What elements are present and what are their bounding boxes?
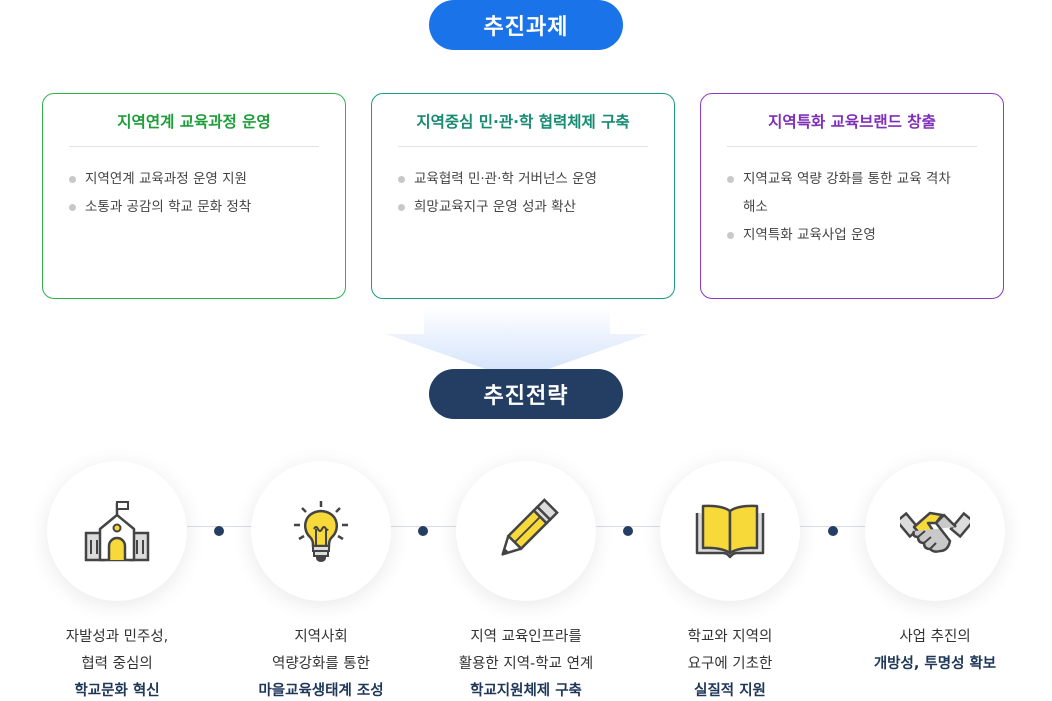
pencil-icon	[501, 498, 559, 556]
book-icon	[695, 504, 765, 559]
list-item: 희망교육지구 운영 성과 확산	[396, 193, 650, 221]
caption-line: 활용한 지역-학교 연계	[458, 656, 594, 672]
lightbulb-icon	[294, 501, 348, 562]
strategy-caption: 지역 교육인프라를 활용한 지역-학교 연계 학교지원체제 구축	[426, 624, 626, 701]
strategy-circle-lightbulb	[251, 461, 391, 601]
caption-highlight: 개방성, 투명성 확보	[873, 656, 997, 672]
strategy-caption: 지역사회 역량강화를 통한 마을교육생태계 조성	[221, 624, 421, 701]
caption-line: 요구에 기초한	[687, 656, 773, 672]
caption-highlight: 마을교육생태계 조성	[258, 683, 384, 699]
strategy-circle-school	[47, 461, 187, 601]
connector-dot	[828, 526, 838, 536]
card-title: 지역중심 민·관·학 협력체제 구축	[398, 110, 648, 147]
strategy-circle-handshake	[865, 461, 1005, 601]
strategy-caption: 사업 추진의 개방성, 투명성 확보	[835, 624, 1035, 678]
card-item-list: 교육협력 민·관·학 거버넌스 운영 희망교육지구 운영 성과 확산	[396, 165, 650, 221]
list-item: 지역연계 교육과정 운영 지원	[67, 165, 321, 193]
school-icon	[84, 501, 150, 562]
task-card-education-brand: 지역특화 교육브랜드 창출 지역교육 역량 강화를 통한 교육 격차 해소 지역…	[700, 93, 1004, 299]
caption-highlight: 실질적 지원	[694, 683, 766, 699]
card-item-list: 지역교육 역량 강화를 통한 교육 격차 해소 지역특화 교육사업 운영	[725, 165, 979, 249]
connector-dot	[418, 526, 428, 536]
task-card-regional-curriculum: 지역연계 교육과정 운영 지역연계 교육과정 운영 지원 소통과 공감의 학교 …	[42, 93, 346, 299]
caption-line: 사업 추진의	[899, 629, 971, 645]
down-arrow-icon	[386, 306, 648, 380]
caption-line: 지역사회	[294, 629, 348, 645]
strategy-header-pill: 추진전략	[429, 369, 623, 419]
handshake-icon	[900, 511, 970, 553]
strategy-caption: 학교와 지역의 요구에 기초한 실질적 지원	[630, 624, 830, 701]
connector-dot	[623, 526, 633, 536]
card-title: 지역연계 교육과정 운영	[69, 110, 319, 147]
caption-line: 지역 교육인프라를	[470, 629, 582, 645]
list-item: 지역교육 역량 강화를 통한 교육 격차	[725, 165, 979, 193]
caption-line: 역량강화를 통한	[272, 656, 370, 672]
caption-highlight: 학교지원체제 구축	[470, 683, 582, 699]
card-item-list: 지역연계 교육과정 운영 지원 소통과 공감의 학교 문화 정착	[67, 165, 321, 221]
list-item-continuation: 해소	[743, 199, 768, 215]
caption-line: 학교와 지역의	[687, 629, 773, 645]
task-card-cooperation-system: 지역중심 민·관·학 협력체제 구축 교육협력 민·관·학 거버넌스 운영 희망…	[371, 93, 675, 299]
strategy-circle-pencil	[456, 461, 596, 601]
strategy-circle-book	[660, 461, 800, 601]
caption-line: 자발성과 민주성,	[65, 629, 169, 645]
list-item: 교육협력 민·관·학 거버넌스 운영	[396, 165, 650, 193]
caption-line: 협력 중심의	[81, 656, 153, 672]
connector-dot	[214, 526, 224, 536]
list-item: 지역특화 교육사업 운영	[725, 221, 979, 249]
card-title: 지역특화 교육브랜드 창출	[727, 110, 977, 147]
strategy-caption: 자발성과 민주성, 협력 중심의 학교문화 혁신	[17, 624, 217, 701]
list-item: 소통과 공감의 학교 문화 정착	[67, 193, 321, 221]
caption-highlight: 학교문화 혁신	[74, 683, 160, 699]
task-header-pill: 추진과제	[429, 0, 623, 50]
